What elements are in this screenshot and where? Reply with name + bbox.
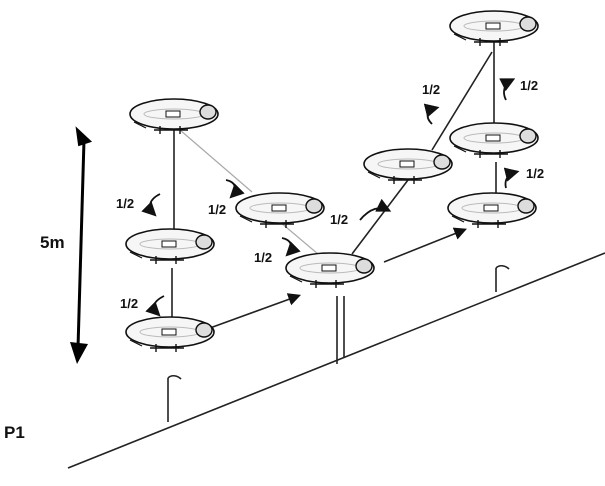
half-label: 1/2 bbox=[208, 202, 226, 217]
helicopter-icon bbox=[125, 228, 215, 265]
curved-arrow-icon bbox=[225, 179, 245, 199]
helicopter-icon bbox=[129, 98, 219, 135]
flag-icon bbox=[167, 374, 182, 422]
start-point-label: P1 bbox=[4, 423, 25, 442]
helicopter-icon bbox=[125, 316, 215, 353]
curved-arrow-icon bbox=[423, 103, 440, 125]
half-label: 1/2 bbox=[422, 82, 440, 97]
flag-icon bbox=[495, 264, 510, 292]
curved-arrow-icon bbox=[503, 167, 520, 189]
half-label: 1/2 bbox=[116, 196, 134, 211]
curved-arrow-icon bbox=[281, 237, 301, 257]
curved-arrow-icon bbox=[499, 78, 516, 101]
helicopter-icon bbox=[447, 192, 537, 229]
helicopter-icon bbox=[363, 148, 453, 185]
half-label: 1/2 bbox=[526, 166, 544, 181]
helicopter-icon bbox=[285, 252, 375, 289]
helicopter-icon bbox=[449, 122, 539, 159]
half-label: 1/2 bbox=[254, 250, 272, 265]
helicopter-icon bbox=[235, 192, 325, 229]
curved-arrow-icon bbox=[359, 198, 392, 221]
curved-arrow-icon bbox=[141, 193, 161, 217]
height-label: 5m bbox=[40, 233, 65, 252]
half-label: 1/2 bbox=[120, 296, 138, 311]
helicopter-icon bbox=[449, 10, 539, 47]
half-label: 1/2 bbox=[330, 212, 348, 227]
half-label: 1/2 bbox=[520, 78, 538, 93]
curved-arrow-icon bbox=[145, 295, 165, 317]
double-arrow-icon bbox=[70, 126, 93, 364]
